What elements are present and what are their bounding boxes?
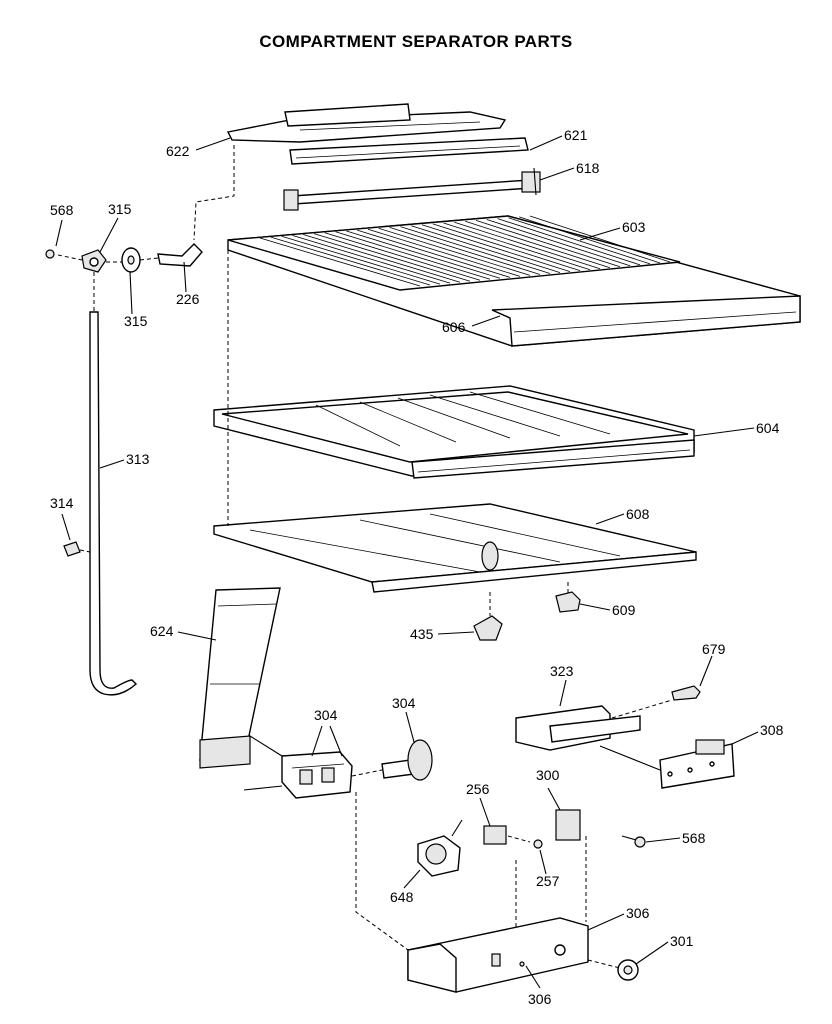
label-568-left: 568 — [50, 202, 74, 218]
rib-line — [432, 223, 581, 271]
part-608-lower-tray — [213, 503, 697, 593]
label-435: 435 — [410, 626, 434, 642]
label-306-bottom: 306 — [528, 991, 552, 1007]
part-256-terminal — [483, 825, 507, 845]
part-315-washer — [121, 247, 141, 273]
rib-line — [465, 220, 611, 269]
rib-line — [303, 234, 461, 283]
part-301-knob — [617, 959, 639, 981]
label-300: 300 — [536, 767, 560, 783]
label-608: 608 — [626, 506, 650, 522]
label-609: 609 — [612, 602, 636, 618]
rib-line — [281, 235, 441, 285]
label-257: 257 — [536, 873, 560, 889]
label-323: 323 — [550, 663, 574, 679]
label-304-knob: 304 — [392, 695, 416, 711]
part-648-motor — [417, 819, 463, 877]
rib-line — [367, 228, 521, 277]
rib-line — [443, 222, 591, 271]
label-301: 301 — [670, 933, 694, 949]
part-304-housing — [281, 751, 353, 799]
rib-line — [335, 231, 491, 280]
label-314: 314 — [50, 495, 74, 511]
part-313-tube — [89, 311, 138, 696]
part-435-knob — [473, 615, 503, 641]
label-622: 622 — [166, 143, 190, 159]
part-604-tray — [213, 385, 695, 479]
label-313: 313 — [126, 451, 150, 467]
label-679: 679 — [702, 641, 726, 657]
part-labels: 622 621 618 568 315 315 226 603 606 313 … — [50, 127, 784, 1007]
part-308-plate — [659, 739, 735, 789]
part-679-screw — [671, 685, 701, 701]
part-603-cover-ribbed — [227, 215, 801, 347]
label-606: 606 — [442, 319, 466, 335]
rib-line — [346, 230, 501, 279]
label-304-housing: 304 — [314, 707, 338, 723]
label-308: 308 — [760, 722, 784, 738]
rib-line — [411, 225, 561, 273]
assembly-lines — [57, 145, 673, 969]
part-624-duct — [199, 587, 281, 769]
part-226-elbow — [157, 243, 203, 267]
label-256: 256 — [466, 781, 490, 797]
rib-line — [475, 220, 621, 268]
rib-line — [519, 216, 661, 264]
rib-line — [313, 233, 471, 282]
rib-line — [378, 227, 531, 276]
part-315-bracket — [81, 249, 107, 273]
label-568-right: 568 — [682, 830, 706, 846]
label-618: 618 — [576, 160, 600, 176]
label-226: 226 — [176, 291, 200, 307]
part-300-switch — [555, 809, 581, 841]
label-315-top: 315 — [108, 201, 132, 217]
part-609-clip — [555, 591, 581, 613]
part-622-trim-cover — [226, 103, 507, 143]
part-618-rod — [283, 167, 541, 211]
rib-line — [270, 236, 431, 286]
part-323-bracket — [515, 705, 641, 751]
rib-line — [357, 229, 511, 278]
rib-line — [400, 226, 551, 274]
part-306-housing — [407, 917, 589, 993]
part-304-knob — [381, 739, 433, 781]
rib-line — [292, 235, 451, 284]
diagram-title: COMPARTMENT SEPARATOR PARTS — [259, 32, 573, 51]
label-306-top: 306 — [626, 905, 650, 921]
label-604: 604 — [756, 420, 780, 436]
rib-line — [324, 232, 481, 281]
label-603: 603 — [622, 219, 646, 235]
part-314-clip — [63, 541, 81, 557]
rib-line — [497, 218, 641, 266]
leader-lines — [55, 135, 759, 989]
label-315-bottom: 315 — [124, 313, 148, 329]
rib-line — [486, 219, 631, 267]
rib-line — [529, 215, 671, 263]
rib-line — [421, 224, 571, 272]
rib-line — [508, 217, 651, 265]
part-621-front-rail — [289, 137, 529, 165]
rib-line — [259, 237, 421, 287]
label-624: 624 — [150, 623, 174, 639]
part-257-screw — [533, 839, 543, 849]
rib-line — [454, 221, 601, 270]
part-568-screw-right — [621, 835, 646, 848]
part-568-screw-left — [45, 249, 55, 259]
label-648: 648 — [390, 889, 414, 905]
label-621: 621 — [564, 127, 588, 143]
rib-line — [389, 227, 541, 275]
